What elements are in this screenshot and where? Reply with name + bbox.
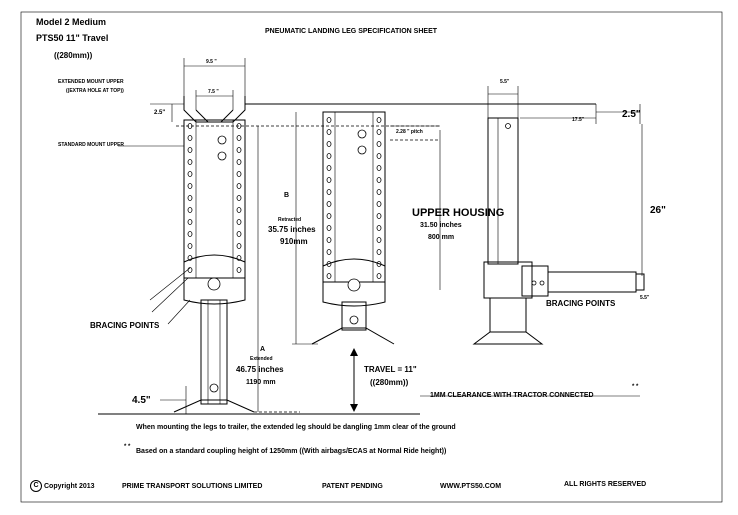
mounting-hole <box>236 183 242 189</box>
pitch-dim: 2.28 " pitch <box>396 129 423 135</box>
standard-mount-label: STANDARD MOUNT UPPER <box>58 142 125 148</box>
page-title: PNEUMATIC LANDING LEG SPECIFICATION SHEE… <box>265 28 438 35</box>
left-leg <box>149 96 255 413</box>
height-26-dim: 26" <box>650 205 666 216</box>
metric-label: ((280mm)) <box>54 51 93 60</box>
bracing-left-label: BRACING POINTS <box>90 321 160 330</box>
mounting-hole <box>236 231 242 237</box>
housing-mm: 800 mm <box>428 234 455 241</box>
mounting-hole <box>236 171 242 177</box>
mounting-hole <box>376 225 382 231</box>
width-inner-dim: 7.5 " <box>208 89 219 95</box>
sheet-border <box>20 11 723 503</box>
mounting-hole <box>187 147 193 153</box>
mounting-hole <box>376 201 382 207</box>
mounting-hole <box>376 141 382 147</box>
housing-inches: 31.50 inches <box>420 222 462 229</box>
mounting-hole <box>326 153 332 159</box>
mounting-hole <box>236 159 242 165</box>
mounting-hole <box>187 171 193 177</box>
travel-label: TRAVEL = 11" <box>364 365 417 374</box>
mounting-hole <box>326 273 332 279</box>
mounting-hole <box>376 189 382 195</box>
product-label: PTS50 11" Travel <box>36 33 109 43</box>
side-view <box>472 117 645 345</box>
rights-label: ALL RIGHTS RESERVED <box>564 481 647 488</box>
mounting-hole <box>326 249 332 255</box>
travel-mm-label: ((280mm)) <box>370 378 409 387</box>
dim-b-state: Retracted <box>278 217 302 223</box>
mounting-hole <box>376 213 382 219</box>
mounting-hole <box>187 243 193 249</box>
mounting-hole <box>326 129 332 135</box>
dim-a-inches: 46.75 inches <box>236 365 284 374</box>
extended-mount-note: ((EXTRA HOLE AT TOP)) <box>66 88 124 94</box>
company-name: PRIME TRANSPORT SOLUTIONS LIMITED <box>122 483 263 490</box>
clearance-label: 1MM CLEARANCE WITH TRACTOR CONNECTED <box>430 392 594 399</box>
coupling-mark: * * <box>124 444 131 450</box>
ground-gap-dim: 4.5" <box>132 395 151 406</box>
dim-a-mm: 1190 mm <box>246 379 276 386</box>
mounting-hole <box>326 189 332 195</box>
model-label: Model 2 Medium <box>36 17 107 27</box>
mounting-hole <box>376 153 382 159</box>
mounting-note: When mounting the legs to trailer, the e… <box>136 424 456 431</box>
mounting-hole <box>376 165 382 171</box>
mounting-hole <box>376 177 382 183</box>
mounting-hole <box>187 231 193 237</box>
mounting-hole <box>236 243 242 249</box>
bracing-right-label: BRACING POINTS <box>546 299 616 308</box>
mounting-hole <box>187 183 193 189</box>
dim-b-letter: B <box>284 192 290 199</box>
top-offset-dim: 2.5" <box>154 110 166 116</box>
mounting-hole <box>236 267 242 273</box>
dim-a-letter: A <box>260 346 266 353</box>
mounting-hole <box>326 201 332 207</box>
clearance-asterisks: * * <box>632 384 639 390</box>
mounting-hole <box>376 273 382 279</box>
side-width-dim: 5.5" <box>500 79 510 85</box>
small-55-dim: 5.5" <box>640 295 650 301</box>
website-link[interactable]: WWW.PTS50.COM <box>440 483 502 490</box>
upper-housing-label: UPPER HOUSING <box>412 207 505 219</box>
dim-b-inches: 35.75 inches <box>268 225 316 234</box>
mounting-hole <box>236 195 242 201</box>
mounting-hole <box>376 129 382 135</box>
mounting-hole <box>236 219 242 225</box>
mounting-hole <box>236 207 242 213</box>
mounting-hole <box>236 135 242 141</box>
side-right-dim: 2.5" <box>622 109 641 120</box>
extended-mount-label: EXTENDED MOUNT UPPER <box>58 79 124 85</box>
dim-a-state: Extended <box>250 356 273 362</box>
mounting-hole <box>236 147 242 153</box>
mounting-hole <box>326 165 332 171</box>
mounting-hole <box>326 117 332 123</box>
copyright-icon: C <box>30 480 42 492</box>
mounting-hole <box>376 237 382 243</box>
mounting-hole <box>187 219 193 225</box>
mounting-hole <box>326 237 332 243</box>
mounting-hole <box>187 207 193 213</box>
mounting-hole <box>326 225 332 231</box>
dim-b-mm: 910mm <box>280 237 308 246</box>
mounting-hole <box>326 141 332 147</box>
copyright-text: Copyright 2013 <box>44 483 95 490</box>
middle-leg <box>311 111 395 345</box>
side-depth-dim: 17.5" <box>572 117 585 123</box>
mounting-hole <box>187 159 193 165</box>
mounting-hole <box>326 213 332 219</box>
mounting-hole <box>187 195 193 201</box>
dimension-lines <box>98 58 643 415</box>
mounting-hole <box>376 249 382 255</box>
width-top-dim: 9.5 " <box>206 59 217 65</box>
mounting-hole <box>187 135 193 141</box>
patent-label: PATENT PENDING <box>322 483 383 490</box>
mounting-hole <box>376 117 382 123</box>
mounting-hole <box>326 177 332 183</box>
coupling-note: Based on a standard coupling height of 1… <box>136 448 447 455</box>
